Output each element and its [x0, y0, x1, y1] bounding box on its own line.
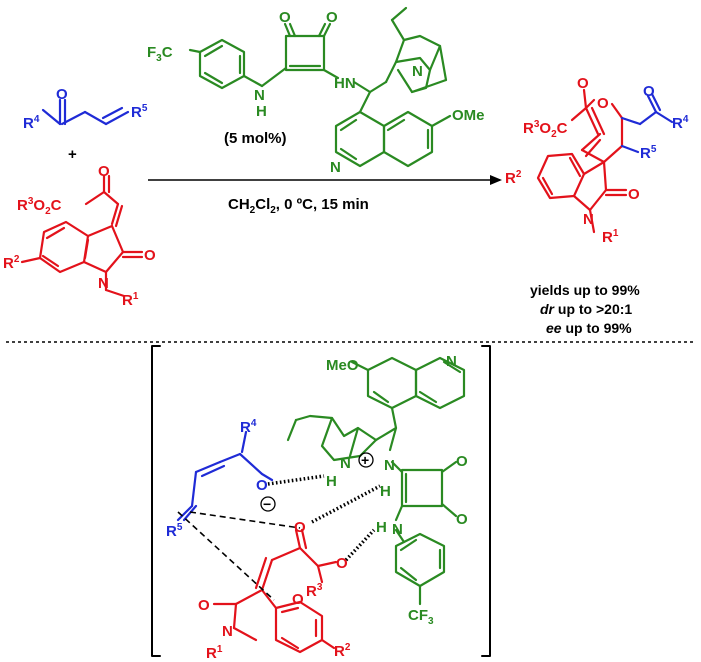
reactant2-nitrogen: N — [98, 275, 109, 292]
catalyst-loading: (5 mol%) — [224, 130, 287, 147]
enone-oxygen: O — [56, 86, 68, 103]
reactant2-ketone-oxygen: O — [98, 163, 110, 180]
catalyst-structure: F3C N H HN O O N N OMe — [147, 6, 485, 176]
ee-result: ee up to 99% — [546, 320, 632, 336]
catalyst-o-right: O — [326, 9, 338, 26]
product-r1: R1 — [602, 228, 619, 246]
catalyst-h-left: H — [256, 103, 267, 120]
ts-lactam-nitrogen: N — [222, 623, 233, 640]
reaction-arrow — [148, 175, 502, 185]
product-r5: R5 — [640, 144, 657, 162]
product-ketone-oxygen: O — [643, 83, 655, 100]
reactant2-r2: R2 — [3, 254, 20, 272]
negative-charge-icon — [260, 496, 276, 512]
catalyst-nh-left: N — [254, 87, 265, 104]
reactant-isatylidene: R3O2C O O R2 N R1 — [3, 163, 156, 309]
product-ring-oxygen: O — [597, 95, 609, 112]
ts-r2: R2 — [334, 642, 351, 660]
product-lactam-oxygen: O — [628, 186, 640, 203]
product-nitrogen: N — [583, 211, 594, 228]
product-ester-oxygen: O — [577, 75, 589, 92]
positive-charge-icon — [358, 452, 374, 468]
ts-enolate-oxygen: O — [256, 477, 268, 494]
ts-ester-oxygen: O — [336, 555, 348, 572]
catalyst-quinuclidine-n: N — [412, 63, 423, 80]
ts-sq-o-top: O — [456, 453, 468, 470]
ts-r3-oxygen: O — [292, 591, 304, 608]
ts-ome: MeO — [326, 357, 359, 374]
reaction-conditions: CH2Cl2, 0 ºC, 15 min — [228, 196, 369, 216]
ts-cf3: CF3 — [408, 607, 434, 627]
product-r4: R4 — [672, 114, 689, 132]
ts-h-n-plus: H — [326, 473, 337, 490]
product-ester-label: R3O2C — [523, 119, 568, 140]
dr-result: dr up to >20:1 — [540, 301, 632, 317]
ts-r4: R4 — [240, 418, 257, 436]
ts-r1: R1 — [206, 644, 223, 662]
ts-n-nh: N — [392, 521, 403, 538]
catalyst-hn-right: HN — [334, 75, 356, 92]
ts-minus-sign: − — [263, 496, 271, 512]
reactant2-lactam-oxygen: O — [144, 247, 156, 264]
reactant2-r1: R1 — [122, 291, 139, 309]
product-r2: R2 — [505, 169, 522, 187]
yield-result: yields up to 99% — [530, 282, 640, 298]
plus-sign: + — [68, 146, 77, 163]
reactant2-ester-label: R3O2C — [17, 196, 62, 217]
ts-lactam-oxygen: O — [198, 597, 210, 614]
product-structure: R3O2C O O O R4 R5 R2 O N R1 — [505, 75, 689, 246]
ts-n-plus: N — [340, 455, 351, 472]
catalyst-ome: OMe — [452, 107, 485, 124]
ts-h-nh: H — [376, 519, 387, 536]
enone-r4: R4 — [23, 114, 40, 132]
ts-sq-o-bottom: O — [456, 511, 468, 528]
ts-ketone-oxygen: O — [294, 519, 306, 536]
ts-quinoline-n: N — [446, 353, 457, 370]
catalyst-o-left: O — [279, 9, 291, 26]
ts-n-right: N — [384, 457, 395, 474]
catalyst-cf3: F3C — [147, 44, 173, 64]
ts-h-n-right: H — [380, 483, 391, 500]
catalyst-quinoline-n: N — [330, 159, 341, 176]
ts-r5: R5 — [166, 522, 183, 540]
enone-r5: R5 — [131, 103, 148, 121]
ts-plus-sign: + — [361, 452, 369, 468]
reactant-enone: O R4 R5 — [23, 86, 148, 132]
ts-r3: R3 — [306, 582, 323, 600]
transition-state: MeO N N + H N H O O H N CF3 O − R4 R5 O … — [151, 345, 491, 662]
